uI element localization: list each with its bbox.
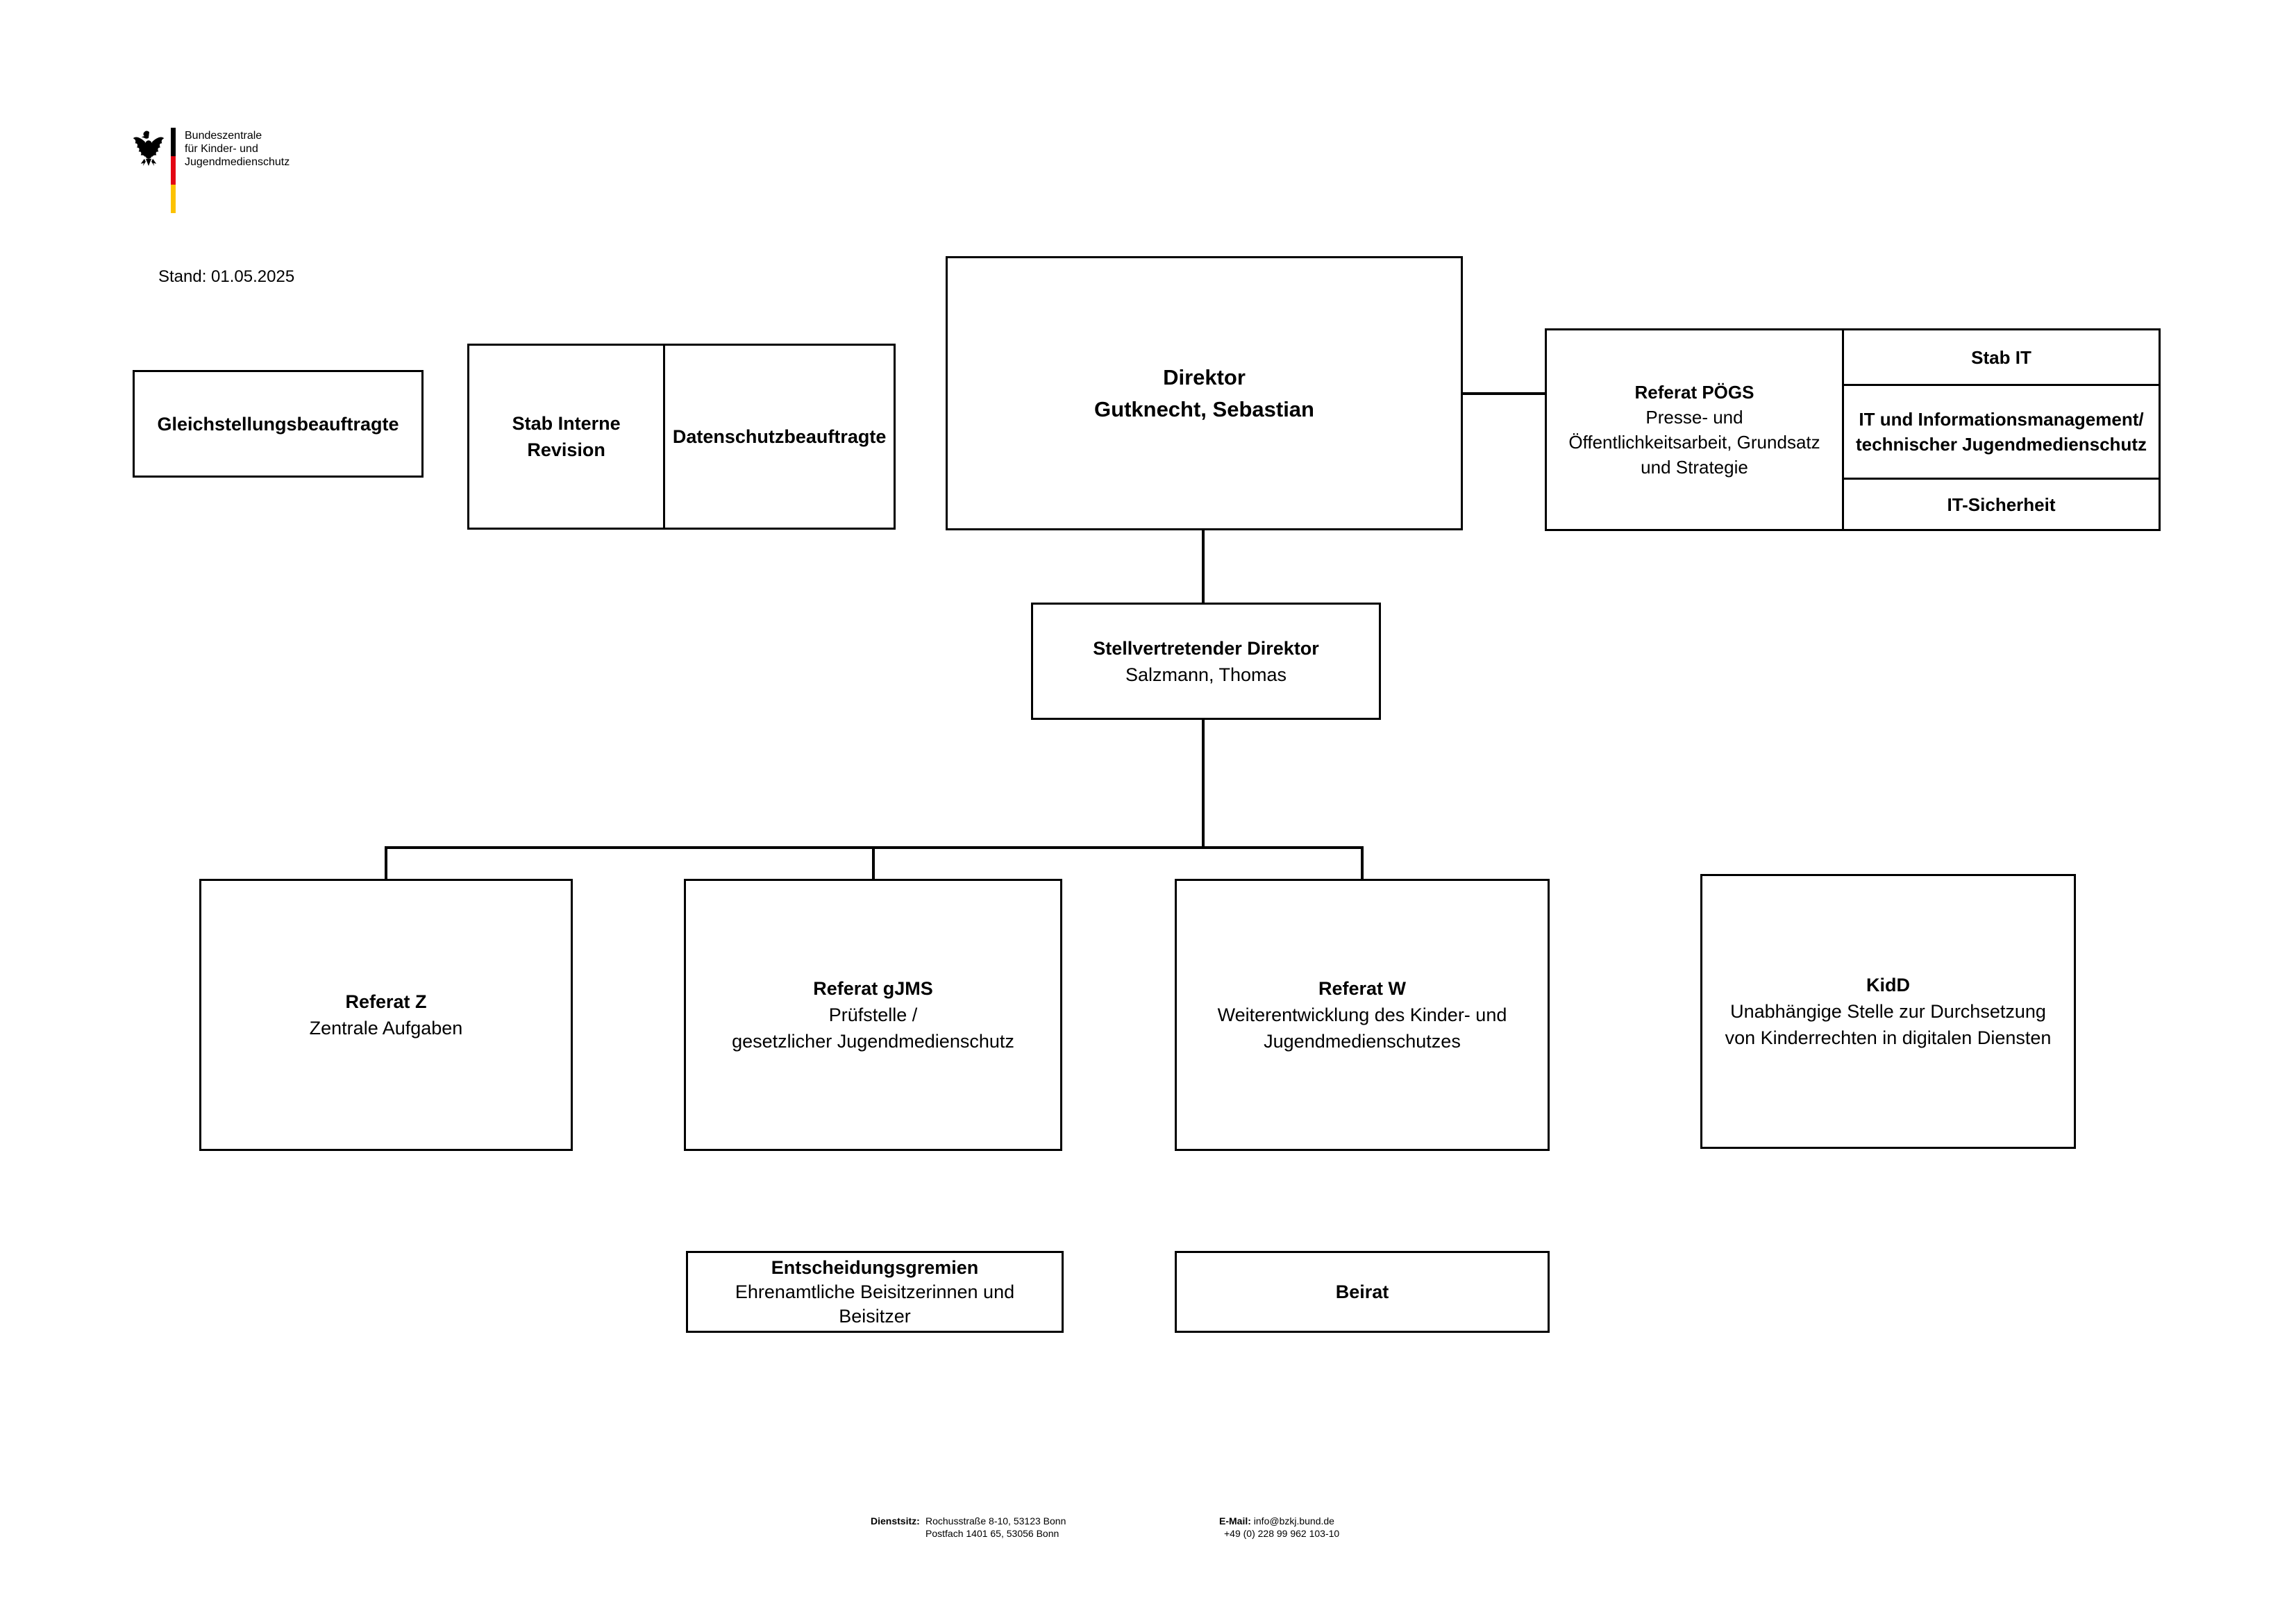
- box-subtitle: Ehrenamtliche Beisitzerinnen und Beisitz…: [735, 1281, 1015, 1327]
- box-title: Stab IT: [1971, 346, 2031, 368]
- connector-drop-referat-z: [385, 846, 387, 879]
- flag-red-segment: [171, 156, 176, 185]
- box-beirat: Beirat: [1175, 1251, 1550, 1333]
- dienstsitz-label: Dienstsitz:: [871, 1515, 920, 1527]
- dienstsitz-address: Rochusstraße 8-10, 53123 Bonn Postfach 1…: [925, 1515, 1066, 1539]
- bzkj-logo: Bundeszentrale für Kinder- und Jugendmed…: [131, 128, 290, 213]
- footer-contact: E-Mail: info@bzkj.bund.de +49 (0) 228 99…: [1219, 1515, 1339, 1540]
- cell-stab-interne-revision: Stab Interne Revision: [469, 346, 663, 528]
- cell-it-informationsmanagement: IT und Informationsmanagement/ technisch…: [1844, 384, 2159, 478]
- connector-drop-referat-w: [1361, 846, 1364, 879]
- connector-direktor-stellvertreter: [1202, 530, 1205, 603]
- box-subtitle: Weiterentwicklung des Kinder- und Jugend…: [1217, 1004, 1507, 1052]
- box-title: Stab Interne Revision: [512, 413, 621, 460]
- box-title: Referat PÖGS: [1634, 382, 1754, 403]
- box-referat-gjms: Referat gJMS Prüfstelle / gesetzlicher J…: [684, 879, 1062, 1151]
- box-entscheidungsgremien: Entscheidungsgremien Ehrenamtliche Beisi…: [686, 1251, 1064, 1333]
- box-subtitle: Prüfstelle / gesetzlicher Jugendmediensc…: [732, 1004, 1014, 1052]
- box-subtitle: Unabhängige Stelle zur Durchsetzung von …: [1725, 1001, 2052, 1048]
- cell-it-sicherheit: IT-Sicherheit: [1844, 478, 2159, 529]
- box-stellvertretender-direktor: Stellvertretender Direktor Salzmann, Tho…: [1031, 603, 1381, 720]
- box-referat-z: Referat Z Zentrale Aufgaben: [199, 879, 573, 1151]
- bundesadler-eagle-icon: [133, 131, 165, 166]
- direktor-name: Gutknecht, Sebastian: [1094, 396, 1314, 421]
- box-title: IT-Sicherheit: [1947, 494, 2056, 515]
- cell-datenschutzbeauftragte: Datenschutzbeauftragte: [663, 346, 894, 528]
- stand-date: Stand: 01.05.2025: [158, 267, 295, 286]
- phone-value: +49 (0) 228 99 962 103-10: [1224, 1528, 1340, 1539]
- flag-gold-segment: [171, 185, 176, 213]
- box-subtitle: Presse- und Öffentlichkeitsarbeit, Grund…: [1568, 407, 1820, 478]
- box-title: Referat Z: [345, 991, 427, 1012]
- box-title: Entscheidungsgremien: [771, 1256, 979, 1278]
- box-direktor: Direktor Gutknecht, Sebastian: [946, 256, 1463, 530]
- box-referat-poegs: Referat PÖGS Presse- und Öffentlichkeits…: [1545, 328, 1844, 531]
- connector-stellvertreter-down: [1202, 720, 1205, 849]
- box-title: KidD: [1866, 975, 1910, 995]
- box-title: Direktor: [1163, 364, 1246, 389]
- connector-drop-referat-gjms: [872, 846, 875, 879]
- box-title: Gleichstellungsbeauftragte: [157, 413, 399, 435]
- flag-bar: [171, 128, 176, 213]
- box-title: IT und Informationsmanagement/ technisch…: [1856, 409, 2147, 455]
- flag-black-segment: [171, 128, 176, 156]
- box-title: Beirat: [1335, 1281, 1389, 1302]
- box-stab-interne-revision-datenschutz: Stab Interne Revision Datenschutzbeauftr…: [467, 344, 896, 530]
- box-title: Referat gJMS: [813, 978, 933, 999]
- box-subtitle: Zentrale Aufgaben: [309, 1018, 463, 1038]
- box-title: Referat W: [1318, 978, 1407, 999]
- logo-wordmark: Bundeszentrale für Kinder- und Jugendmed…: [185, 130, 290, 168]
- email-value: info@bzkj.bund.de: [1253, 1515, 1334, 1527]
- box-stab-it-column: Stab IT IT und Informationsmanagement/ t…: [1842, 328, 2161, 531]
- email-label: E-Mail:: [1219, 1515, 1251, 1527]
- box-kidd: KidD Unabhängige Stelle zur Durchsetzung…: [1700, 874, 2076, 1149]
- cell-stab-it: Stab IT: [1844, 330, 2159, 384]
- connector-direktor-poegs: [1463, 392, 1545, 395]
- box-title: Stellvertretender Direktor: [1093, 637, 1319, 659]
- box-title: Datenschutzbeauftragte: [672, 426, 887, 447]
- email-line: E-Mail: info@bzkj.bund.de: [1219, 1515, 1339, 1527]
- box-gleichstellungsbeauftragte: Gleichstellungsbeauftragte: [133, 370, 424, 478]
- footer-dienstsitz: Dienstsitz: Rochusstraße 8-10, 53123 Bon…: [871, 1515, 1066, 1540]
- stellvertreter-name: Salzmann, Thomas: [1125, 664, 1287, 685]
- box-referat-w: Referat W Weiterentwicklung des Kinder- …: [1175, 879, 1550, 1151]
